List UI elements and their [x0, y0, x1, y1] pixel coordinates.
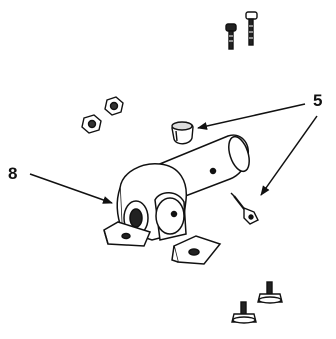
- arrow-8-to-housing: [29, 173, 113, 204]
- hex-nut-upper: [104, 96, 124, 116]
- hex-nut-lower: [81, 114, 102, 134]
- callout-label-8: 8: [8, 164, 18, 183]
- bottom-bolt-left: [231, 301, 257, 324]
- screw-left: [225, 23, 237, 50]
- arrow-5-to-cap: [197, 103, 306, 130]
- main-housing: [103, 134, 250, 265]
- callout-label-5: 5: [313, 91, 323, 110]
- arrow-5-to-wing-bolt: [260, 115, 318, 196]
- hex-nut-pair: [81, 96, 124, 134]
- bottom-bolt-right: [257, 281, 283, 304]
- bottom-bolt-pair: [231, 281, 283, 324]
- leader-arrows: [29, 103, 318, 204]
- wing-bolt: [230, 192, 259, 225]
- cap-part: [171, 121, 194, 145]
- screw-right: [245, 11, 258, 46]
- screw-pair-top: [225, 11, 258, 50]
